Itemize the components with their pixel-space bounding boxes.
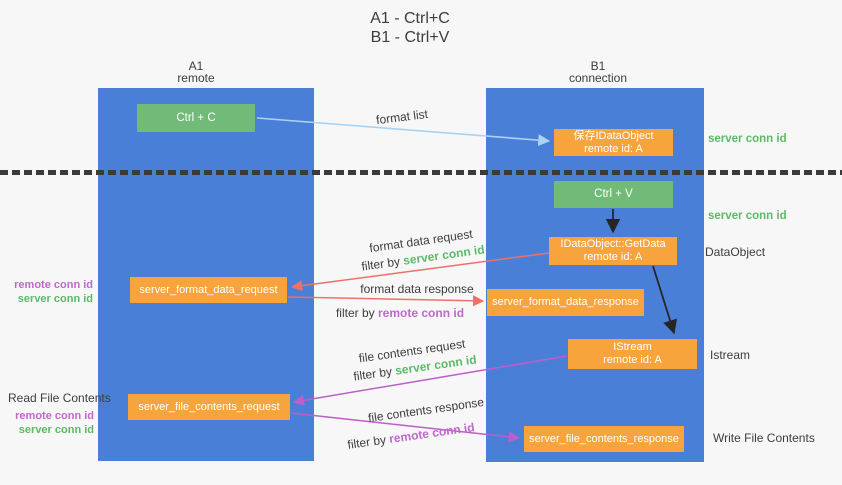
label-filter-by-remote-conn-id-1: filter by remote conn id (336, 306, 464, 320)
node-ctrl-c: Ctrl + C (137, 104, 255, 132)
node-server-format-data-request-label: server_format_data_request (139, 283, 278, 296)
file-contents-response-arrow (290, 412, 521, 443)
node-ctrl-c-label: Ctrl + C (176, 111, 216, 124)
node-save-idataobject: 保存IDataObject remote id: A (554, 129, 673, 156)
istream-label: Istream (710, 348, 751, 362)
format-data-request-arrow (290, 252, 550, 292)
node-save-idataobject-line2: remote id: A (584, 142, 643, 155)
remote-conn-id-tag: remote conn id (15, 410, 94, 422)
left-conn-id-pair-file: remote conn id server conn id (14, 409, 94, 437)
server-conn-id-tag-top: server conn id (708, 133, 787, 145)
node-ctrl-v-label: Ctrl + V (594, 188, 633, 200)
dataobject-label: DataObject (705, 245, 766, 259)
node-server-format-data-response: server_format_data_response (487, 289, 644, 316)
node-server-file-contents-request: server_file_contents_request (128, 394, 290, 420)
file-contents-request-arrow (292, 355, 568, 406)
column-b1-id: B1 (590, 59, 606, 73)
format-data-response-arrow (287, 295, 485, 307)
node-save-idataobject-line1: 保存IDataObject (573, 129, 654, 142)
dotted-separator-line (0, 170, 842, 175)
remote-conn-id-text: remote conn id (378, 306, 465, 320)
server-conn-id-tag-mid: server conn id (708, 210, 787, 222)
column-header-b1: B1 connection (538, 60, 658, 84)
node-istream-line2: remote id: A (603, 354, 662, 366)
left-conn-id-pair-format: remote conn id server conn id (13, 278, 93, 306)
node-server-file-contents-response: server_file_contents_response (524, 426, 684, 452)
node-server-format-data-response-label: server_format_data_response (492, 296, 639, 308)
node-istream: IStream remote id: A (568, 339, 697, 369)
label-format-data-response: format data response (360, 282, 474, 296)
column-header-a1: A1 remote (136, 60, 256, 84)
node-idataobject-getdata-line2: remote id: A (583, 251, 643, 263)
filter-by-text: filter by (335, 306, 375, 320)
diagram-title: A1 - Ctrl+C B1 - Ctrl+V (300, 9, 520, 47)
column-a1-name: remote (177, 71, 215, 85)
node-server-file-contents-request-label: server_file_contents_request (138, 400, 280, 413)
column-b1-name: connection (568, 71, 628, 85)
server-conn-id-tag: server conn id (18, 424, 94, 436)
title-line-1: A1 - Ctrl+C (370, 10, 450, 27)
server-conn-id-tag: server conn id (17, 293, 93, 305)
column-a1-id: A1 (188, 59, 204, 73)
getdata-to-istream-arrow (652, 265, 677, 335)
node-idataobject-getdata-line1: IDataObject::GetData (560, 238, 666, 250)
format-list-arrow (256, 117, 551, 147)
remote-conn-id-tag: remote conn id (14, 279, 93, 291)
node-ctrl-v: Ctrl + V (554, 181, 673, 208)
node-server-format-data-request: server_format_data_request (130, 277, 287, 303)
node-server-file-contents-response-label: server_file_contents_response (529, 432, 679, 445)
title-line-2: B1 - Ctrl+V (370, 29, 450, 46)
write-file-contents-label: Write File Contents (713, 431, 815, 445)
read-file-contents-label: Read File Contents (8, 391, 111, 405)
node-istream-line1: IStream (613, 341, 652, 353)
node-idataobject-getdata: IDataObject::GetData remote id: A (549, 237, 677, 265)
